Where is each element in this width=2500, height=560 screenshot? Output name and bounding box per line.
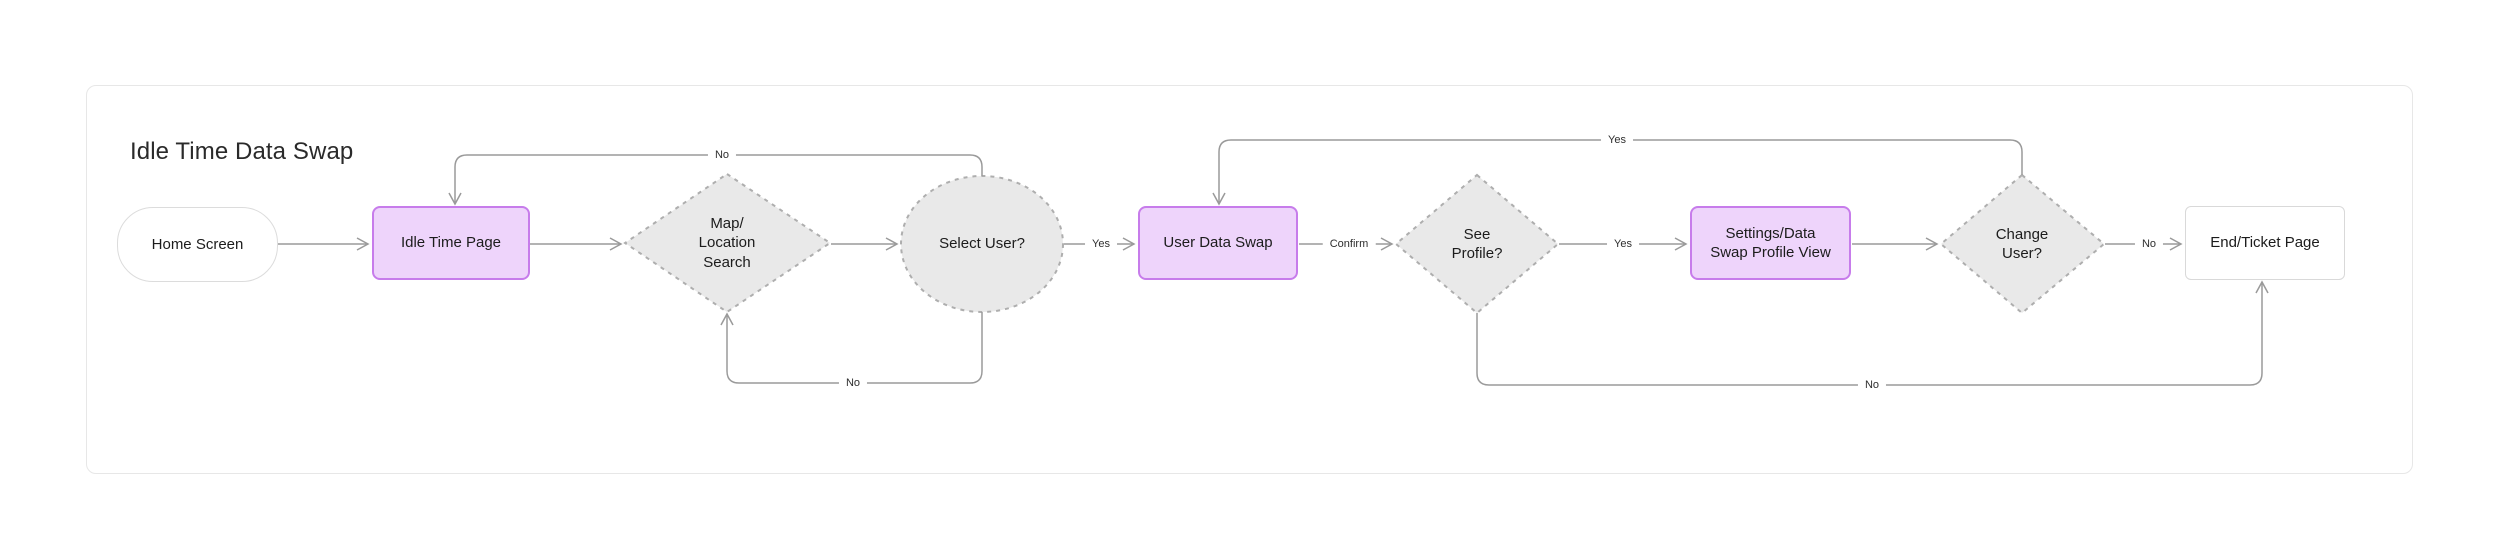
edge-label-see-profile-yes: Yes [1607, 238, 1639, 250]
node-settings-data-swap-profile-view[interactable]: Settings/Data Swap Profile View [1690, 206, 1851, 280]
node-user-data-swap-label: User Data Swap [1163, 234, 1273, 252]
loop-select-no-to-map [726, 312, 983, 384]
edge-label-see-profile-no-bottom: No [1857, 379, 1887, 391]
edge-label-select-user-no-top: No [707, 149, 737, 161]
edge-label-select-user-no-bottom: No [838, 377, 868, 389]
arrowhead-right-icon [609, 237, 623, 251]
change-user-diamond[interactable] [1939, 173, 2106, 315]
arrowhead-right-icon [2169, 237, 2183, 251]
node-home-screen[interactable]: Home Screen [117, 207, 278, 282]
arrowhead-up-icon [720, 312, 734, 326]
node-idle-time-page-label: Idle Time Page [400, 234, 502, 252]
arrowhead-down-icon [1212, 192, 1226, 206]
arrowhead-down-icon [448, 192, 462, 206]
loop-change-yes-to-swap [1218, 139, 2023, 204]
arrowhead-right-icon [885, 237, 899, 251]
arrowhead-right-icon [1674, 237, 1688, 251]
arrowhead-up-icon [2255, 280, 2269, 294]
edge-label-select-user-yes: Yes [1085, 238, 1117, 250]
see-profile-diamond[interactable] [1394, 173, 1560, 315]
arrowhead-right-icon [1925, 237, 1939, 251]
edge-label-confirm: Confirm [1322, 238, 1376, 250]
node-end-ticket-page-label: End/Ticket Page [2210, 234, 2320, 252]
select-user-ellipse[interactable] [900, 175, 1064, 313]
arrowhead-right-icon [1380, 237, 1394, 251]
loop-profile-no-to-end [1476, 282, 2263, 386]
node-user-data-swap[interactable]: User Data Swap [1138, 206, 1298, 280]
node-settings-data-swap-profile-view-label: Settings/Data Swap Profile View [1710, 224, 1831, 262]
map-location-search-diamond[interactable] [623, 172, 832, 314]
edge-label-change-user-yes-top: Yes [1601, 134, 1633, 146]
node-idle-time-page[interactable]: Idle Time Page [372, 206, 530, 280]
node-end-ticket-page[interactable]: End/Ticket Page [2185, 206, 2345, 280]
arrowhead-right-icon [1122, 237, 1136, 251]
diagram-title: Idle Time Data Swap [130, 138, 354, 165]
edge-label-change-user-no: No [2134, 238, 2164, 250]
node-home-screen-label: Home Screen [151, 235, 244, 253]
arrowhead-right-icon [356, 237, 370, 251]
